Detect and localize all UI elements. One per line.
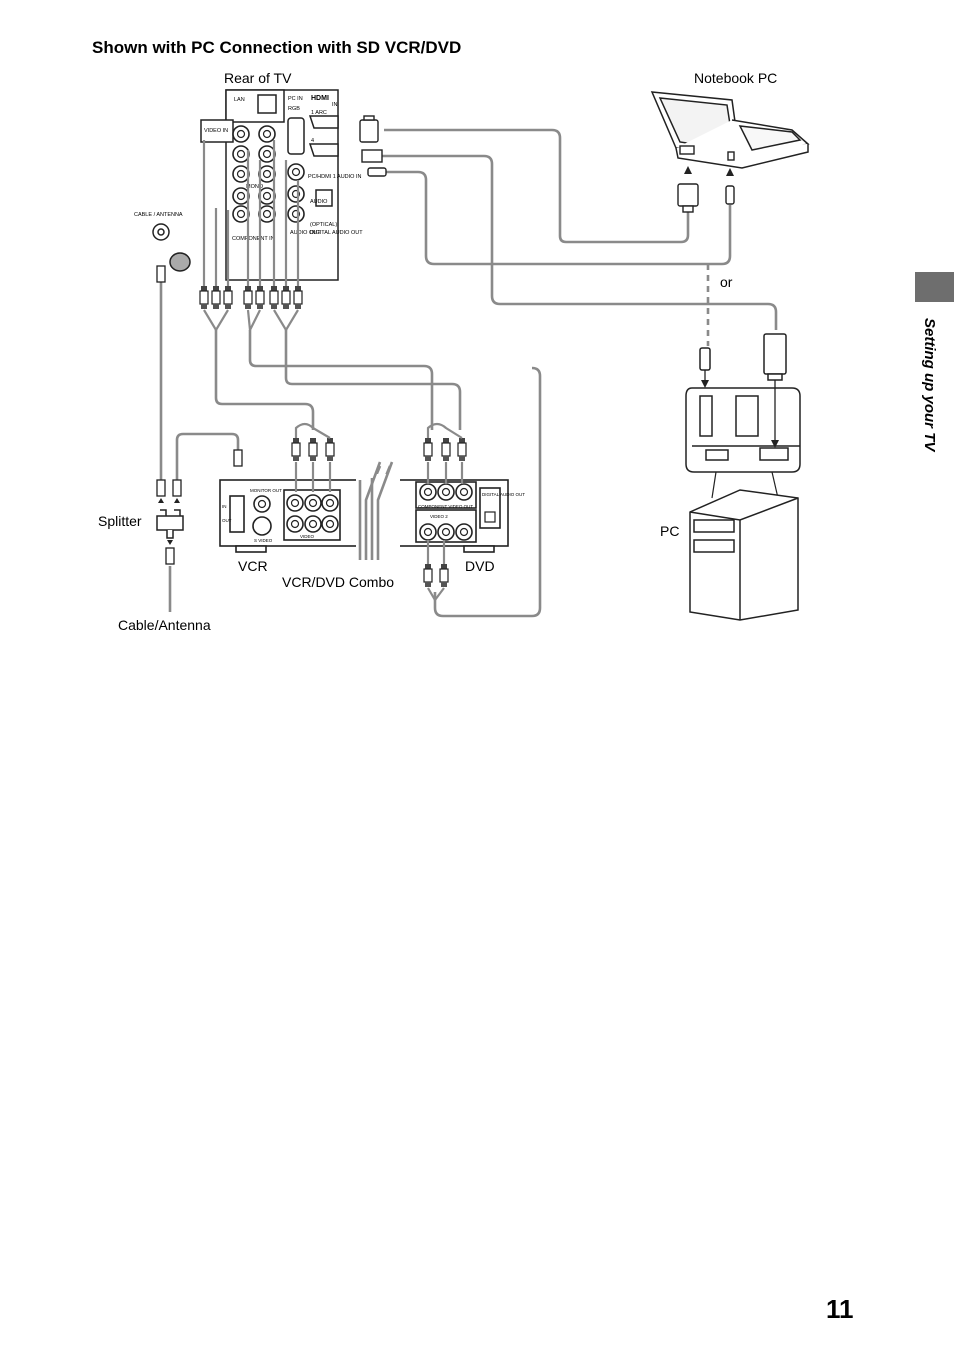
dvd-component-out-label: COMPONENT VIDEO OUT bbox=[418, 504, 473, 509]
tv-cable-antenna-label: CABLE / ANTENNA bbox=[134, 212, 183, 218]
tv-audio-out-label: AUDIO OUT bbox=[290, 230, 321, 236]
vcr-s-video-label: S VIDEO bbox=[254, 538, 273, 543]
tv-mono-label: MONO bbox=[246, 184, 264, 190]
tv-optical-label: (OPTICAL) bbox=[310, 222, 337, 228]
label-pc: PC bbox=[660, 523, 680, 539]
tv-hdmi-arc-label: 1 ARC bbox=[311, 110, 327, 116]
tv-pc-audio-label: PC/HDMI 1 AUDIO IN bbox=[308, 174, 362, 180]
tv-component-in-label: COMPONENT IN bbox=[232, 236, 275, 242]
vcr-out-label: OUT bbox=[222, 518, 232, 523]
label-dvd: DVD bbox=[465, 558, 495, 574]
vcr-monitor-out-label: MONITOR OUT bbox=[250, 488, 282, 493]
label-vcr-dvd-combo: VCR/DVD Combo bbox=[282, 574, 395, 590]
dvd-video2-label: VIDEO 2 bbox=[430, 514, 448, 519]
page-number: 11 bbox=[826, 1294, 854, 1324]
tv-video-in-label: VIDEO IN bbox=[204, 128, 228, 134]
tv-hdmi-in-label: IN bbox=[332, 102, 338, 108]
label-notebook-pc: Notebook PC bbox=[694, 70, 778, 86]
tv-lan-label: LAN bbox=[234, 97, 245, 103]
section-tab-label: Setting up your TV bbox=[921, 318, 938, 452]
label-rear-of-tv: Rear of TV bbox=[224, 70, 292, 86]
tv-hdmi-4-label: 4 bbox=[311, 138, 314, 144]
tv-audio-label: AUDIO bbox=[310, 199, 328, 205]
tv-rgb-label: RGB bbox=[288, 106, 300, 112]
label-splitter: Splitter bbox=[98, 513, 142, 529]
label-vcr: VCR bbox=[238, 558, 268, 574]
label-cable-antenna: Cable/Antenna bbox=[118, 617, 211, 633]
label-or: or bbox=[720, 274, 733, 290]
section-tab-marker bbox=[915, 272, 954, 302]
page-heading: Shown with PC Connection with SD VCR/DVD bbox=[92, 38, 462, 57]
vcr-in-label: IN bbox=[222, 504, 227, 509]
vcr-video-label: VIDEO bbox=[300, 534, 315, 539]
tv-pc-in-label: PC IN bbox=[288, 96, 303, 102]
dvd-digital-audio-label: DIGITAL AUDIO OUT bbox=[482, 492, 525, 497]
connection-diagram: LAN PC IN RGB HDMI IN 1 ARC 4 VIDEO IN M… bbox=[134, 89, 810, 621]
tv-digital-audio-out-label: DIGITAL AUDIO OUT bbox=[310, 230, 363, 236]
tv-hdmi-label: HDMI bbox=[311, 95, 329, 102]
